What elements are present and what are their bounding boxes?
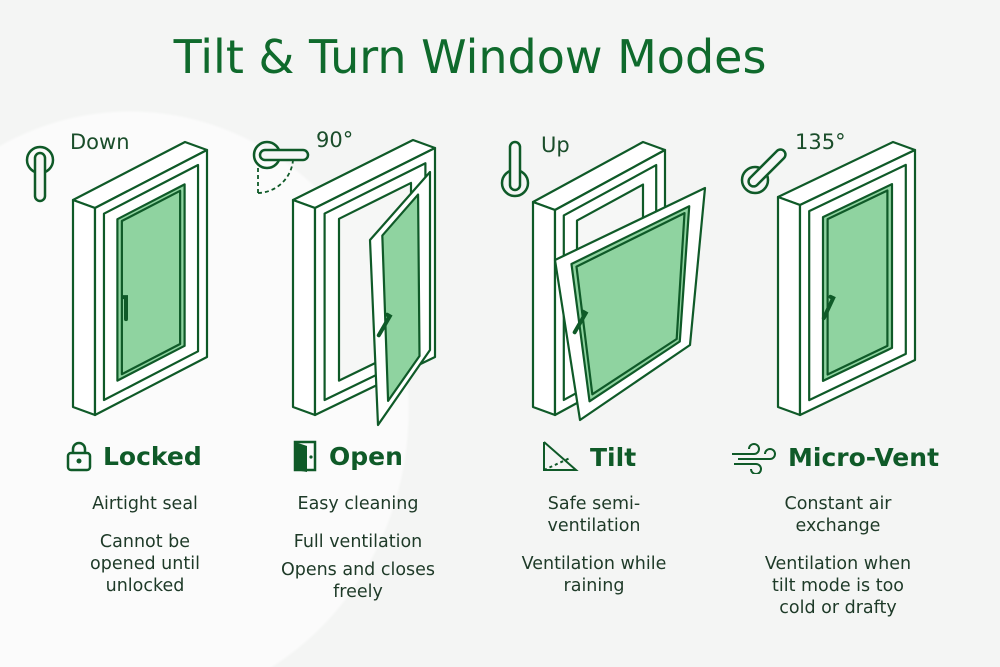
wind-icon (732, 443, 776, 474)
window-handle (121, 295, 128, 322)
mode-heading-open: Open (293, 440, 403, 472)
window-locked (71, 140, 209, 417)
window-microvent (776, 140, 917, 417)
angle-icon (543, 441, 579, 471)
mode-name: Locked (103, 441, 202, 471)
glass-pane (821, 183, 894, 382)
desc-line: Opens and closes freely (280, 560, 436, 602)
glass-pane (116, 183, 186, 382)
page-title: Tilt & Turn Window Modes (173, 30, 767, 84)
frame-side (291, 198, 317, 417)
handle-label-open: 90° (316, 128, 354, 152)
handle-label-locked: Down (70, 130, 130, 154)
desc-line: Constant air exchange (784, 494, 892, 536)
handle-135-icon (740, 148, 787, 195)
mode-name: Tilt (590, 442, 637, 472)
glass-pane (381, 193, 421, 402)
mode-heading-locked: Locked (65, 440, 202, 472)
desc-line: Airtight seal (92, 494, 198, 514)
desc-line: Ventilation when tilt mode is too cold o… (764, 554, 912, 618)
glass-bead (120, 189, 182, 376)
desc-line: Safe semi-ventilation (547, 494, 641, 536)
tilt-sash (553, 186, 707, 422)
handle-label-tilt: Up (541, 133, 570, 157)
handle-label-microvent: 135° (795, 130, 846, 154)
desc-line: Full ventilation (293, 532, 423, 552)
mode-name: Open (329, 441, 403, 471)
mode-heading-tilt: Tilt (540, 440, 636, 474)
handle-90-icon (252, 140, 310, 170)
lock-icon (66, 441, 92, 472)
glass-bead (826, 189, 889, 376)
open-sash (368, 170, 432, 427)
handle-up-icon (500, 140, 530, 198)
frame-side (71, 198, 97, 417)
mode-name: Micro-Vent (788, 442, 940, 472)
frame-side (776, 195, 802, 417)
mode-heading-microvent: Micro-Vent (730, 440, 939, 474)
handle-down-icon (25, 145, 55, 203)
window-handle (572, 309, 589, 335)
desc-line: Easy cleaning (297, 494, 419, 514)
glass-bead (575, 211, 686, 396)
window-handle (821, 294, 836, 321)
window-handle (376, 312, 393, 338)
frame-side (531, 200, 557, 417)
desc-line: Cannot be opened until unlocked (90, 532, 200, 596)
desc-line: Ventilation while raining (521, 554, 667, 596)
door-icon (293, 440, 317, 472)
